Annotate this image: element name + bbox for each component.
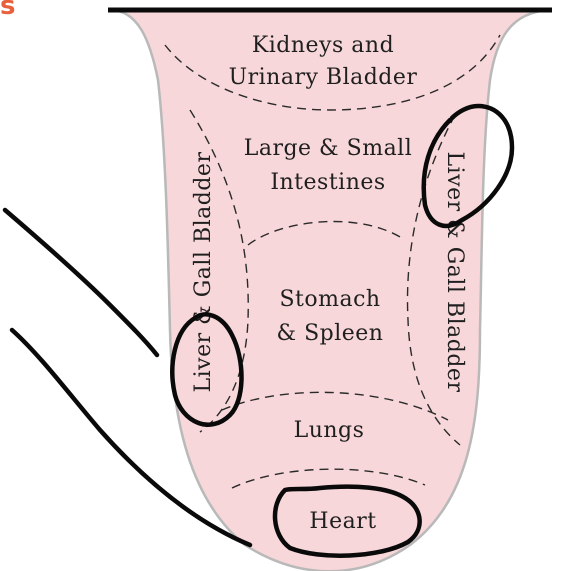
lungs-label: Lungs [294, 418, 365, 443]
intestines-label-line2: Intestines [270, 170, 385, 195]
kidneys-label-line2: Urinary Bladder [229, 65, 418, 90]
liver-right-label: Liver & Gall Bladder [442, 152, 467, 393]
intestines-label-line1: Large & Small [244, 136, 413, 161]
pointer-stroke-upper [5, 210, 157, 355]
stomach-label-line1: Stomach [279, 287, 380, 312]
corner-letter: s [0, 0, 15, 21]
kidneys-label-line1: Kidneys and [252, 33, 394, 58]
stomach-label-line2: & Spleen [277, 321, 384, 346]
liver-left-label: Liver & Gall Bladder [191, 152, 216, 393]
heart-label: Heart [309, 509, 376, 534]
